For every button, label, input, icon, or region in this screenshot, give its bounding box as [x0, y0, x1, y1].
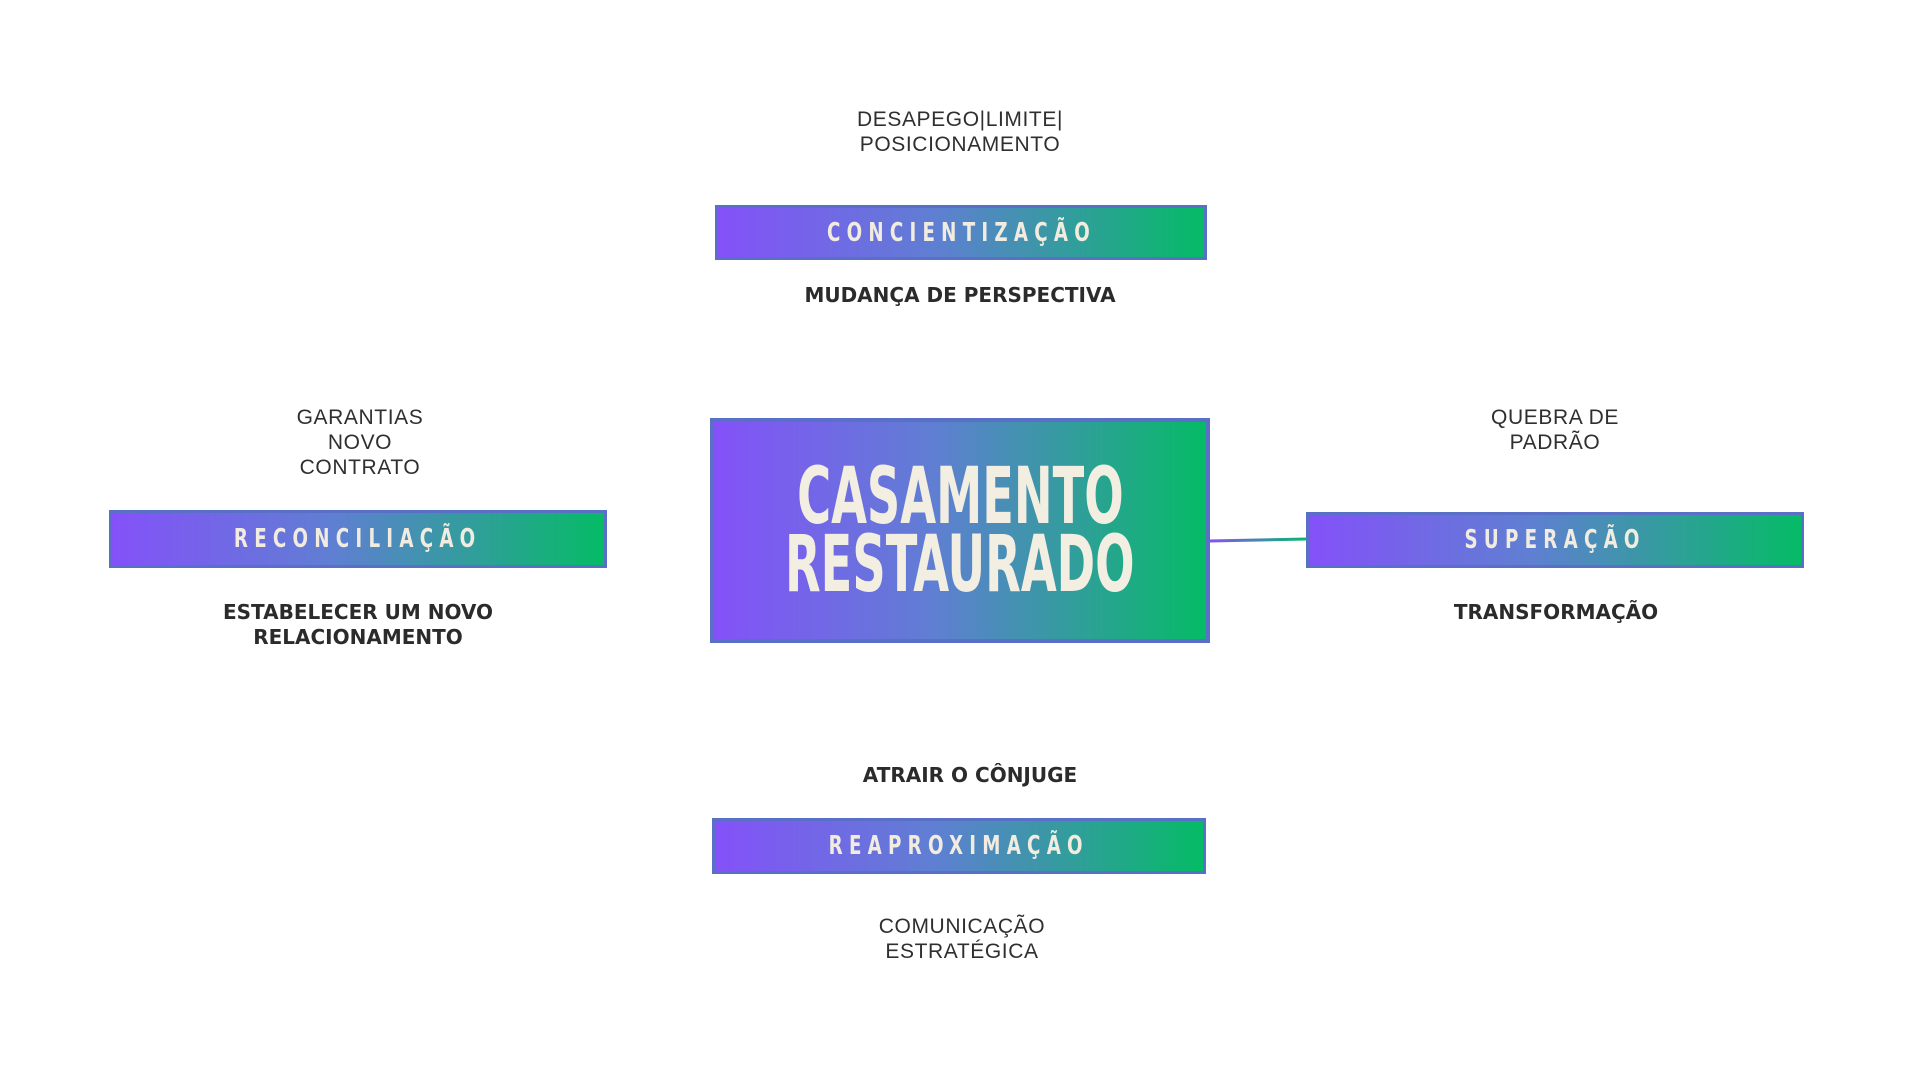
branch-label-bottom: REAPROXIMAÇÃO	[828, 831, 1090, 861]
left-notes: GARANTIAS NOVO CONTRATO	[296, 406, 424, 479]
left-caption: ESTABELECER UM NOVO RELACIONAMENTO	[222, 600, 494, 649]
top-notes: DESAPEGO|LIMITE| POSICIONAMENTO	[856, 108, 1064, 156]
top-caption: MUDANÇA DE PERSPECTIVA	[804, 283, 1116, 307]
branch-reaproximacao: REAPROXIMAÇÃO	[712, 818, 1206, 874]
central-topic: CASAMENTO RESTAURADO	[710, 418, 1210, 643]
central-title-line-1: CASAMENTO	[796, 451, 1124, 542]
connector-right	[1208, 537, 1308, 543]
branch-superacao: SUPERAÇÃO	[1306, 512, 1804, 568]
right-caption: TRANSFORMAÇÃO	[1453, 600, 1659, 624]
central-title-line-2: RESTAURADO	[785, 519, 1135, 610]
right-notes: QUEBRA DE PADRÃO	[1491, 406, 1619, 454]
branch-concientizacao: CONCIENTIZAÇÃO	[715, 205, 1207, 260]
branch-label-right: SUPERAÇÃO	[1464, 525, 1646, 555]
bottom-caption: ATRAIR O CÔNJUGE	[862, 763, 1078, 787]
branch-label-top: CONCIENTIZAÇÃO	[826, 217, 1096, 248]
branch-label-left: RECONCILIAÇÃO	[234, 524, 482, 554]
bottom-notes: COMUNICAÇÃO ESTRATÉGICA	[878, 915, 1046, 963]
branch-reconciliacao: RECONCILIAÇÃO	[109, 510, 607, 568]
